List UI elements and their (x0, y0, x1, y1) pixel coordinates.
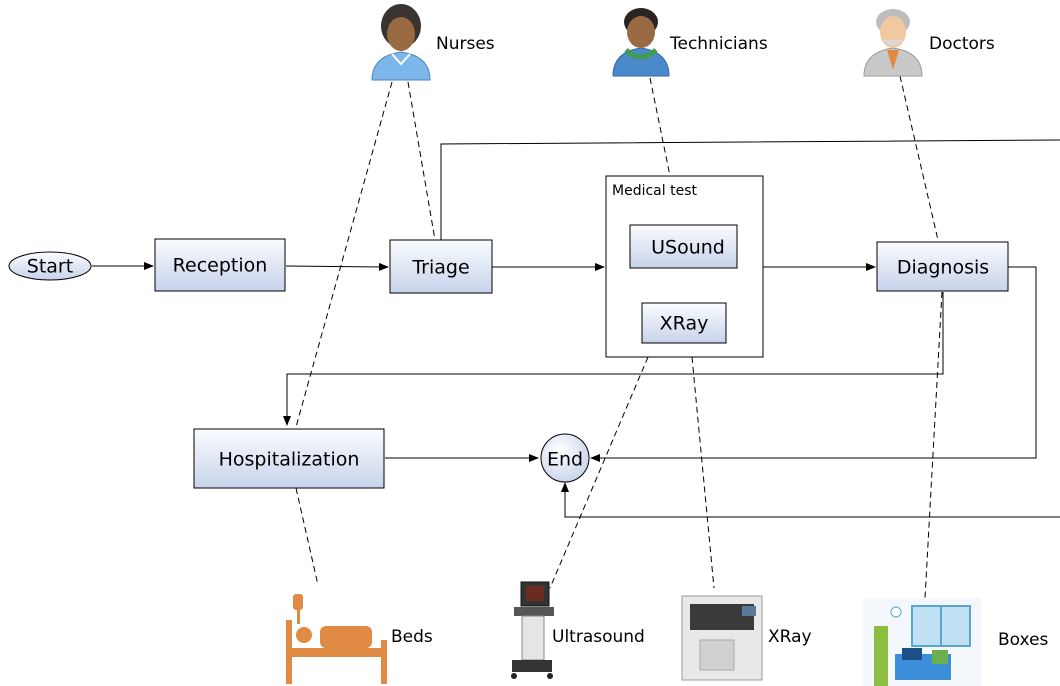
nurse-icon (371, 4, 431, 81)
medicaltest-xray-link (691, 356, 715, 589)
technicians-label: Technicians (669, 34, 768, 54)
reception-node[interactable]: Reception (154, 238, 286, 292)
xray-test-label: XRay (660, 313, 709, 335)
reception-triage-arrow (285, 262, 389, 271)
doctor-icon (863, 9, 923, 77)
triage-loop-line (440, 139, 1060, 240)
ultrasound-machine-icon (511, 581, 554, 679)
diagnosis-boxes-link (924, 291, 943, 599)
technician-icon (612, 8, 670, 77)
doctors-diagnosis-link (899, 75, 939, 241)
xray-label: XRay (768, 627, 812, 647)
diagnosis-node[interactable]: Diagnosis (876, 241, 1009, 292)
flow-arrows (92, 139, 1060, 518)
reception-label: Reception (173, 255, 268, 277)
ultrasound-label: Ultrasound (552, 627, 645, 647)
diagnosis-end-arrow (590, 266, 1037, 462)
diagnosis-label: Diagnosis (897, 257, 989, 279)
medical-test-label: Medical test (612, 183, 697, 199)
medical-test-container[interactable]: Medical test USound XRay (605, 175, 764, 358)
diagnosis-hospitalization-arrow (283, 292, 944, 426)
nurses-hospitalization-link (295, 81, 393, 428)
start-label: Start (27, 256, 73, 278)
doctors-label: Doctors (929, 34, 995, 54)
association-lines (295, 75, 943, 599)
technicians-medicaltest-link (649, 77, 671, 177)
nurses-label: Nurses (436, 34, 495, 54)
end-label: End (547, 449, 583, 471)
beds-label: Beds (391, 627, 433, 647)
hospitalization-node[interactable]: Hospitalization (193, 428, 385, 489)
triage-node[interactable]: Triage (389, 239, 493, 294)
hospitalization-beds-link (295, 487, 319, 586)
xray-machine-icon (681, 595, 763, 681)
end-node[interactable]: End (540, 433, 590, 483)
loop-end-arrow (561, 482, 1060, 518)
usound-label: USound (651, 237, 725, 259)
boxes-label: Boxes (998, 630, 1049, 650)
usound-node[interactable]: USound (629, 224, 738, 269)
medicaltest-ultrasound-link (549, 356, 649, 589)
nurses-triage-link (407, 81, 436, 241)
exam-box-icon (863, 598, 981, 686)
hospitalization-label: Hospitalization (219, 449, 360, 471)
bed-icon (286, 594, 387, 684)
start-node[interactable]: Start (8, 251, 92, 281)
xray-test-node[interactable]: XRay (641, 302, 727, 344)
triage-label: Triage (411, 257, 469, 279)
